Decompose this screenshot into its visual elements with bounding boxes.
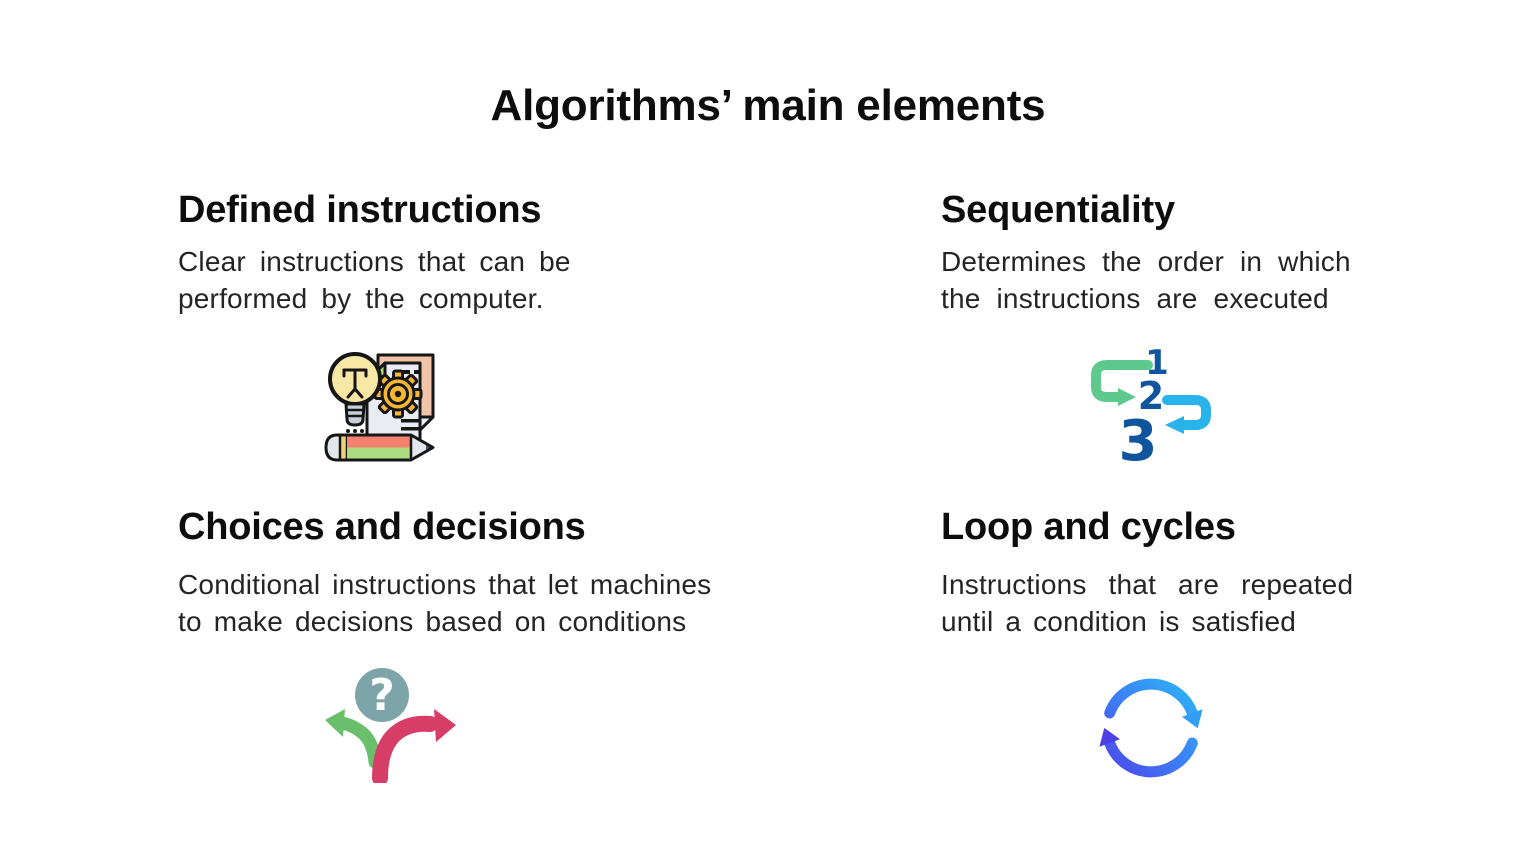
step-2-number: 2 — [1138, 374, 1164, 418]
step-3-number: 3 — [1119, 409, 1158, 462]
pencil-icon — [324, 433, 435, 462]
question-mark: ? — [369, 670, 395, 721]
question-branching-arrows-icon: ? — [325, 668, 456, 783]
top-cycle-arrow-icon — [1104, 678, 1203, 729]
green-step-arrow-icon — [1091, 360, 1153, 406]
body-line: performed by the computer. — [178, 283, 544, 314]
body-line: Clear instructions that can be — [178, 246, 571, 277]
heading-sequentiality: Sequentiality — [941, 189, 1175, 231]
blue-step-arrow-icon — [1162, 395, 1211, 434]
body-loop-cycles: Instructions that are repeated until a c… — [941, 566, 1353, 640]
step-1-number: 1 — [1145, 348, 1169, 383]
body-line: Conditional instructions that let machin… — [178, 569, 712, 600]
heading-defined-instructions: Defined instructions — [178, 189, 542, 231]
heading-choices-decisions: Choices and decisions — [178, 506, 586, 548]
numbered-steps-arrows-icon: 1 2 3 — [1091, 348, 1211, 462]
loop-cycles-icon-box — [1090, 666, 1212, 790]
body-sequentiality: Determines the order in which the instru… — [941, 243, 1351, 317]
body-line: Determines the order in which — [941, 246, 1351, 277]
lightbulb-icon — [328, 352, 382, 433]
body-line: to make decisions based on conditions — [178, 606, 687, 637]
heading-loop-cycles: Loop and cycles — [941, 506, 1236, 548]
body-line: the instructions are executed — [941, 283, 1329, 314]
page-title: Algorithms’ main elements — [490, 81, 1046, 130]
choices-decisions-icon-box: ? — [322, 664, 458, 783]
bottom-cycle-arrow-icon — [1099, 727, 1198, 778]
body-choices-decisions: Conditional instructions that let machin… — [178, 566, 711, 640]
sequentiality-icon-box: 1 2 3 — [1089, 348, 1213, 462]
left-branch-arrow-icon — [325, 709, 382, 769]
body-line: until a condition is satisfied — [941, 606, 1297, 637]
body-line: Instructions that are repeated — [941, 569, 1354, 600]
right-branch-arrow-icon — [372, 709, 456, 783]
question-circle-icon: ? — [355, 668, 409, 722]
defined-instructions-icon-box — [323, 337, 435, 465]
circular-arrows-icon — [1099, 678, 1203, 778]
lightbulb-document-gear-pencil-icon — [324, 352, 435, 462]
body-defined-instructions: Clear instructions that can be performed… — [178, 243, 571, 317]
